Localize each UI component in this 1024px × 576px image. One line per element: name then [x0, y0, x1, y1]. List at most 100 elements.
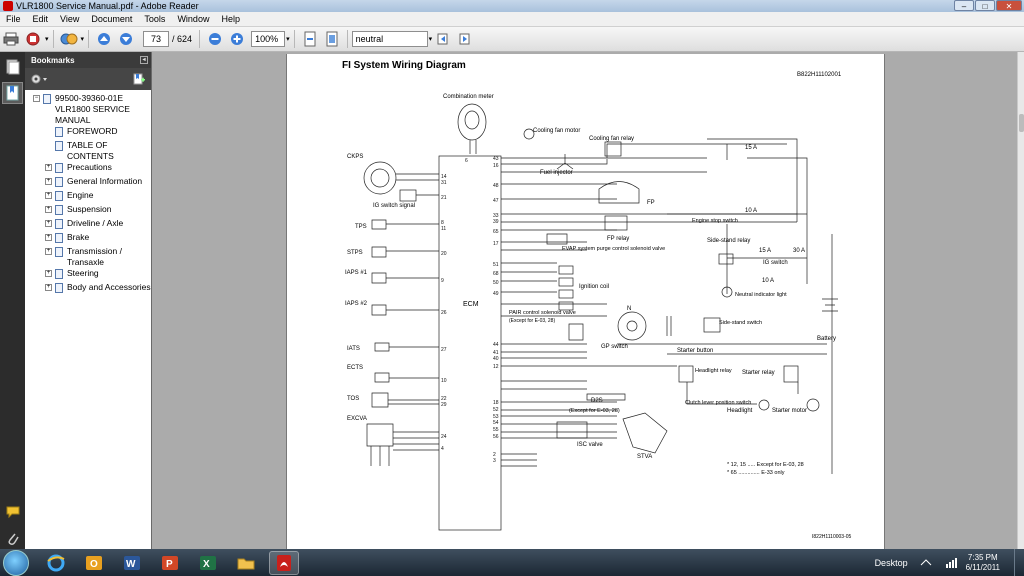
bookmarks-panel-button[interactable]: [2, 82, 23, 104]
tray-arrows-icon[interactable]: [918, 557, 934, 569]
taskbar-outlook[interactable]: O: [79, 551, 109, 575]
label-starter-button: Starter button: [677, 348, 713, 354]
show-desktop-button[interactable]: [1014, 549, 1024, 576]
expand-toggle[interactable]: +: [45, 164, 52, 171]
vertical-scrollbar[interactable]: [1017, 52, 1024, 549]
pages-panel-button[interactable]: [2, 56, 23, 78]
previous-page-button[interactable]: [95, 30, 113, 48]
taskbar-adobe-reader[interactable]: [269, 550, 299, 575]
bookmark-item-table-of-contents[interactable]: TABLE OF CONTENTS: [27, 140, 151, 162]
desktop-toolbar[interactable]: Desktop: [874, 557, 908, 568]
bookmarks-panel: Bookmarks ◂ − 99500-39360-01E VLR1800 SE…: [25, 52, 152, 549]
clock[interactable]: 7:35 PM 6/11/2011: [966, 553, 1000, 573]
bookmark-item-engine[interactable]: +Engine: [27, 190, 151, 204]
maximize-button[interactable]: □: [975, 0, 995, 11]
menu-edit[interactable]: Edit: [32, 14, 49, 24]
zoom-input[interactable]: 100%: [251, 31, 286, 47]
create-pdf-button[interactable]: [24, 30, 42, 48]
svg-text:10: 10: [441, 378, 447, 384]
expand-toggle[interactable]: +: [45, 248, 52, 255]
start-button[interactable]: [3, 549, 29, 576]
next-page-button[interactable]: [117, 30, 135, 48]
expand-toggle[interactable]: +: [45, 206, 52, 213]
menu-window[interactable]: Window: [177, 14, 210, 24]
note-1: * 12, 15 ..... Except for E-03, 28: [727, 462, 804, 468]
chevron-down-icon[interactable]: ▾: [80, 36, 85, 43]
fit-width-button[interactable]: [301, 30, 319, 48]
toolbar-separator: [346, 30, 348, 48]
label-iaps1: IAPS #1: [345, 270, 368, 276]
menu-help[interactable]: Help: [221, 14, 240, 24]
expand-toggle[interactable]: +: [45, 178, 52, 185]
menu-document[interactable]: Document: [91, 14, 133, 24]
zoom-out-button[interactable]: [206, 30, 224, 48]
fit-page-button[interactable]: [323, 30, 341, 48]
menu-file[interactable]: File: [6, 14, 21, 24]
bookmark-item-brake[interactable]: +Brake: [27, 232, 151, 246]
find-previous-button[interactable]: [434, 30, 452, 48]
svg-text:39: 39: [493, 219, 499, 225]
chevron-down-icon[interactable]: ▾: [45, 36, 49, 43]
bookmark-item-driveline-axle[interactable]: +Driveline / Axle: [27, 218, 151, 232]
new-bookmark-icon[interactable]: [132, 73, 146, 85]
expand-toggle[interactable]: +: [45, 284, 52, 291]
chevron-down-icon[interactable]: ▾: [428, 36, 433, 43]
label-gp-num: N: [627, 306, 631, 312]
taskbar-powerpoint[interactable]: P: [155, 551, 185, 575]
bookmark-item-precautions[interactable]: +Precautions: [27, 162, 151, 176]
zoom-in-icon: [231, 33, 244, 45]
collapse-panel-button[interactable]: ◂: [140, 56, 148, 64]
expand-toggle[interactable]: +: [45, 192, 52, 199]
taskbar: O W P X Desktop 7:35 PM 6/11/2011: [0, 549, 1024, 576]
menu-view[interactable]: View: [60, 14, 80, 24]
chevron-down-icon[interactable]: ▾: [286, 36, 290, 43]
expand-toggle[interactable]: +: [45, 220, 52, 227]
svg-text:9: 9: [441, 278, 444, 284]
bookmark-doc-icon: [55, 233, 63, 243]
minimize-button[interactable]: –: [954, 0, 974, 11]
bookmark-item-foreword[interactable]: FOREWORD: [27, 126, 151, 140]
bookmark-label: Body and Accessories: [67, 282, 151, 292]
comments-panel-button[interactable]: [2, 501, 23, 523]
close-button[interactable]: ✕: [996, 0, 1022, 11]
label-tos: TOS: [347, 396, 359, 402]
find-next-icon: [459, 33, 470, 45]
bookmark-item-body-and-accessories[interactable]: + Body and Accessories: [27, 282, 151, 296]
bookmark-item-transmission-transaxle[interactable]: +Transmission / Transaxle: [27, 246, 151, 268]
collapse-toggle[interactable]: −: [33, 95, 40, 102]
label-isc-valve: ISC valve: [577, 442, 603, 448]
find-input[interactable]: neutral: [351, 31, 428, 47]
bookmark-item-suspension[interactable]: +Suspension: [27, 204, 151, 218]
page-number-input[interactable]: 73: [143, 31, 170, 47]
toolbar-separator: [199, 30, 201, 48]
label-fuel-injector: Fuel injector: [540, 170, 573, 176]
scrollbar-thumb[interactable]: [1019, 114, 1024, 132]
expand-toggle[interactable]: +: [45, 270, 52, 277]
network-icon[interactable]: [944, 556, 958, 570]
print-button[interactable]: [2, 30, 20, 48]
bookmarks-toolbar: [25, 68, 151, 90]
label-battery: Battery: [817, 336, 836, 342]
bookmark-doc-icon: [55, 205, 63, 215]
taskbar-excel[interactable]: X: [193, 551, 223, 575]
options-gear-icon[interactable]: [30, 73, 50, 85]
svg-text:68: 68: [493, 271, 499, 277]
label-stps: STPS: [347, 250, 363, 256]
attachments-panel-button[interactable]: [2, 528, 23, 550]
expand-toggle[interactable]: +: [45, 234, 52, 241]
menu-tools[interactable]: Tools: [144, 14, 166, 24]
bookmark-item-general-information[interactable]: +General Information: [27, 176, 151, 190]
svg-text:27: 27: [441, 347, 447, 353]
taskbar-file-explorer[interactable]: [231, 551, 261, 575]
svg-text:P: P: [166, 559, 173, 570]
taskbar-word[interactable]: W: [117, 551, 147, 575]
taskbar-internet-explorer[interactable]: [41, 551, 71, 575]
collaborate-button[interactable]: [60, 30, 78, 48]
zoom-in-button[interactable]: [228, 30, 246, 48]
clock-time: 7:35 PM: [967, 552, 998, 562]
bookmark-item-steering[interactable]: +Steering: [27, 268, 151, 282]
find-next-button[interactable]: [456, 30, 474, 48]
bookmark-root[interactable]: − 99500-39360-01E VLR1800 SERVICE MANUAL: [27, 93, 151, 126]
